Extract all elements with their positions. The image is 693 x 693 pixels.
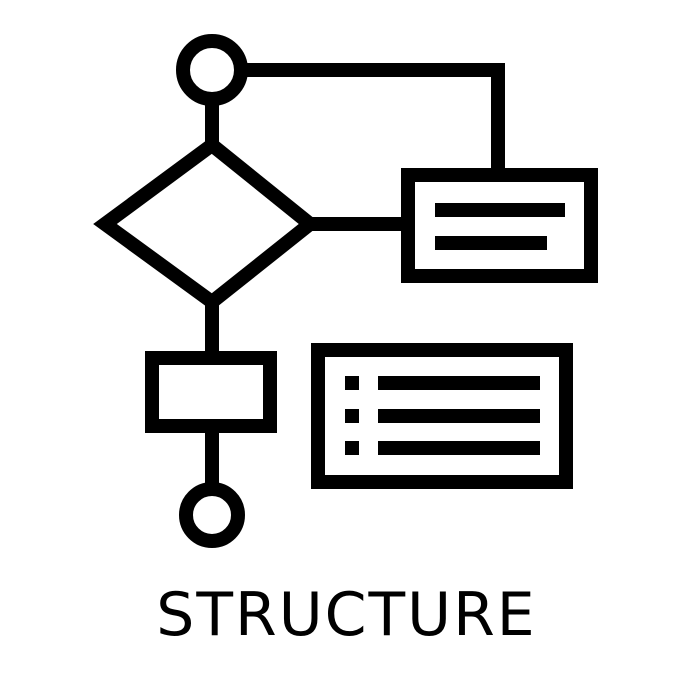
start-circle [176, 34, 248, 106]
top-box [401, 168, 598, 283]
list-line-1 [378, 376, 540, 390]
decision-diamond [93, 136, 322, 311]
process-box [145, 351, 277, 433]
caption-title: STRUCTURE [156, 580, 537, 650]
list-bullet-3 [345, 441, 359, 455]
top-connector-line [242, 63, 505, 172]
list-line-3 [378, 441, 540, 455]
top-box-text-line-2 [435, 236, 547, 250]
end-circle [179, 482, 245, 548]
list-box [311, 343, 573, 489]
list-bullet-1 [345, 376, 359, 390]
list-line-2 [378, 409, 540, 423]
top-box-text-line-1 [435, 203, 565, 217]
list-bullet-2 [345, 409, 359, 423]
